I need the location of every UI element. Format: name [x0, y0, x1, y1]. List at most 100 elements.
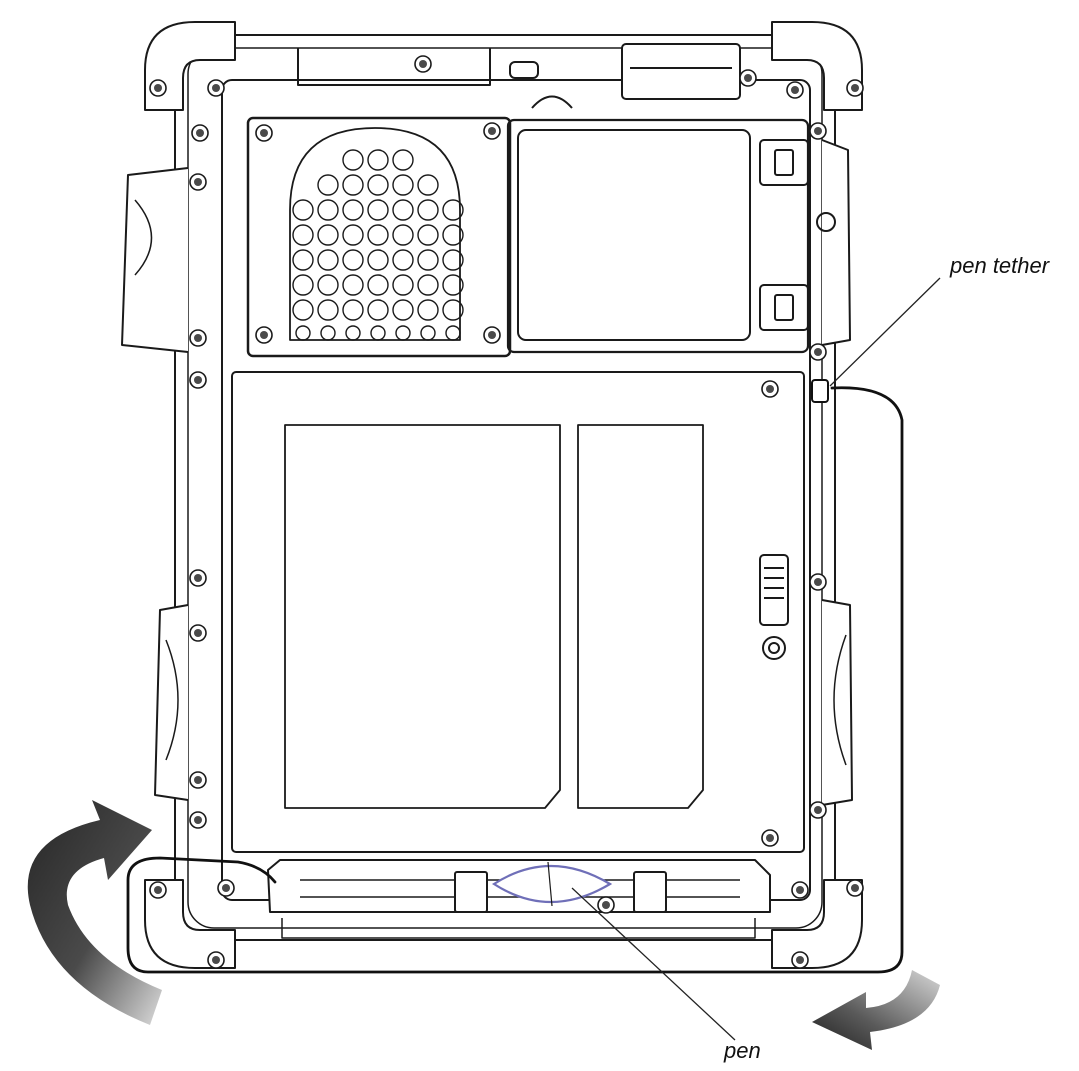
vent-hole	[392, 299, 414, 321]
battery-cell-right	[577, 424, 704, 809]
vent-hole	[417, 174, 439, 196]
top-switch	[509, 61, 539, 79]
corner-bumper-bottom-left	[144, 879, 236, 969]
vent-hole	[367, 199, 389, 221]
screw-icon	[207, 79, 225, 97]
vent-hole	[417, 274, 439, 296]
vent-hole	[417, 199, 439, 221]
vent-hole	[392, 274, 414, 296]
screw-icon	[761, 829, 779, 847]
pen-label: pen	[724, 1038, 761, 1063]
vent-hole	[417, 249, 439, 271]
pen-leader-line	[571, 887, 736, 1041]
hinge-knob	[816, 212, 836, 232]
hinge-lower	[759, 284, 809, 331]
vent-panel	[246, 116, 512, 358]
upper-compartment	[506, 118, 810, 354]
screw-icon	[786, 81, 804, 99]
screws	[149, 55, 864, 969]
vent-hole	[442, 299, 464, 321]
screw-icon	[414, 55, 432, 73]
vent-hole	[342, 249, 364, 271]
pen-clip-right	[633, 871, 667, 913]
vent-hole	[367, 249, 389, 271]
tether-anchor	[811, 379, 829, 403]
vent-hole	[342, 149, 364, 171]
vent-hole	[292, 199, 314, 221]
screw-icon	[809, 573, 827, 591]
pen-highlight	[491, 864, 613, 904]
left-side-grip-top	[121, 167, 189, 353]
tablet-frame	[174, 34, 836, 941]
screw-icon	[189, 329, 207, 347]
vent-hole	[342, 274, 364, 296]
vent-hole	[317, 274, 339, 296]
screw-icon	[149, 881, 167, 899]
screw-icon	[809, 343, 827, 361]
tablet-frame-inner	[187, 47, 823, 929]
screw-icon	[846, 79, 864, 97]
pen-tether-label: pen tether	[950, 253, 1050, 278]
screw-icon	[191, 124, 209, 142]
battery-latch	[759, 554, 789, 626]
corner-bumper-top-right	[771, 21, 863, 111]
upper-window	[517, 129, 751, 341]
top-latch	[621, 43, 741, 100]
vent-hole	[367, 274, 389, 296]
vent-hole	[417, 224, 439, 246]
vent-hole	[392, 249, 414, 271]
vent-hole	[367, 224, 389, 246]
vent-hole	[342, 199, 364, 221]
vent-hole	[320, 325, 336, 341]
vent-hole	[370, 325, 386, 341]
vent-hole	[317, 224, 339, 246]
screw-icon	[739, 69, 757, 87]
vent-hole	[292, 299, 314, 321]
screw-icon	[189, 569, 207, 587]
vent-hole	[292, 274, 314, 296]
battery-bay	[231, 371, 805, 853]
vent-hole	[392, 174, 414, 196]
vent-hole	[442, 274, 464, 296]
vent-hole	[395, 325, 411, 341]
vent-holes	[292, 149, 464, 341]
right-side-grip-bottom	[821, 599, 853, 806]
vent-grille-outline	[289, 127, 461, 341]
screw-icon	[217, 879, 235, 897]
screw-icon	[791, 951, 809, 969]
screw-icon	[207, 951, 225, 969]
curved-arrow-icon	[812, 970, 940, 1050]
vent-hole	[442, 224, 464, 246]
screw-icon	[189, 371, 207, 389]
screw-icon	[761, 380, 779, 398]
battery-cell-left	[284, 424, 561, 809]
corner-bumper-bottom-right	[771, 879, 863, 969]
vent-hole	[342, 224, 364, 246]
screw-icon	[189, 811, 207, 829]
vent-hole	[342, 174, 364, 196]
vent-hole	[295, 325, 311, 341]
vent-hole	[420, 325, 436, 341]
screw-icon	[846, 879, 864, 897]
vent-hole	[445, 325, 461, 341]
vent-hole	[367, 174, 389, 196]
screw-icon	[255, 326, 273, 344]
vent-hole	[392, 224, 414, 246]
screw-icon	[149, 79, 167, 97]
vent-hole	[317, 249, 339, 271]
vent-hole	[292, 224, 314, 246]
screw-icon	[809, 122, 827, 140]
vent-hole	[392, 149, 414, 171]
vent-hole	[317, 199, 339, 221]
left-side-grip-bottom	[154, 604, 189, 801]
right-side-grip-top	[821, 139, 851, 346]
corner-bumper-top-left	[144, 21, 236, 111]
vent-hole	[442, 249, 464, 271]
vent-hole	[292, 249, 314, 271]
screw-icon	[809, 801, 827, 819]
vent-hole	[345, 325, 361, 341]
screw-icon	[189, 771, 207, 789]
screw-icon	[189, 173, 207, 191]
screw-icon	[597, 896, 615, 914]
